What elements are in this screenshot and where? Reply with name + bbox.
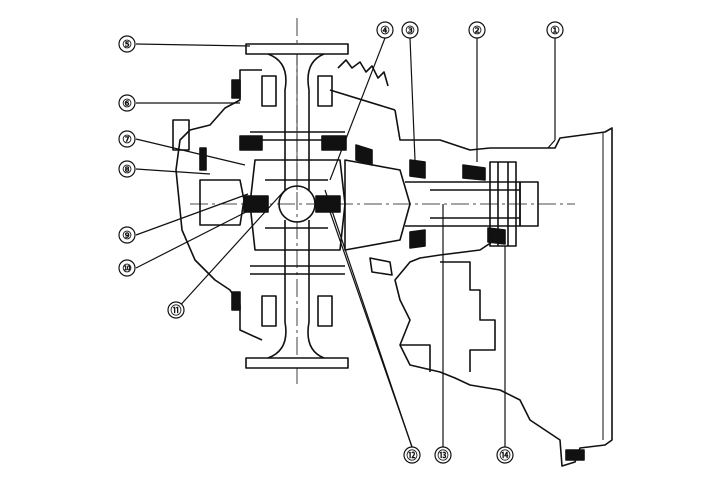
leader-line-10 bbox=[135, 209, 251, 269]
callout-7: ⑦ bbox=[118, 130, 136, 148]
leader-line-11 bbox=[175, 189, 286, 311]
leader-line-4 bbox=[329, 37, 386, 181]
callout-11: ⑪ bbox=[167, 301, 185, 319]
leader-line-3 bbox=[409, 37, 416, 161]
callout-6: ⑥ bbox=[118, 94, 136, 112]
top-axle-flange bbox=[245, 43, 349, 190]
callout-7-label: ⑦ bbox=[122, 134, 132, 146]
callout-3-label: ③ bbox=[405, 25, 415, 37]
cooling-fins bbox=[329, 59, 396, 111]
callout-14-label: ⑭ bbox=[500, 448, 511, 462]
leader-line-1b bbox=[547, 139, 556, 149]
upper-bearings bbox=[239, 75, 347, 151]
callout-12-label: ⑫ bbox=[407, 448, 418, 462]
callout-12: ⑫ bbox=[403, 446, 421, 464]
right-housing bbox=[394, 109, 613, 467]
callout-11-label: ⑪ bbox=[171, 303, 182, 317]
callout-14: ⑭ bbox=[496, 446, 514, 464]
callout-13: ⑬ bbox=[434, 446, 452, 464]
callout-4: ④ bbox=[376, 21, 394, 39]
callout-5-label: ⑤ bbox=[122, 39, 132, 51]
callout-3: ③ bbox=[401, 21, 419, 39]
lower-bearings bbox=[250, 265, 345, 327]
callout-8-label: ⑧ bbox=[122, 164, 132, 176]
leader-line-7 bbox=[135, 138, 246, 166]
callout-1: ① bbox=[546, 21, 564, 39]
callout-1-label: ① bbox=[550, 25, 560, 37]
callout-4-label: ④ bbox=[380, 25, 390, 37]
pinion-shaft bbox=[405, 159, 539, 249]
callout-2-label: ② bbox=[472, 25, 482, 37]
callout-13-label: ⑬ bbox=[438, 448, 449, 462]
companion-flange bbox=[489, 161, 517, 247]
callout-10: ⑩ bbox=[118, 259, 136, 277]
differential-case bbox=[243, 159, 346, 251]
leader-line-8 bbox=[135, 168, 211, 175]
callout-9: ⑨ bbox=[118, 226, 136, 244]
callout-10-label: ⑩ bbox=[122, 263, 132, 275]
callout-9-label: ⑨ bbox=[122, 230, 132, 242]
leader-line-9 bbox=[135, 193, 249, 236]
callout-5: ⑤ bbox=[118, 35, 136, 53]
stepped-wall bbox=[400, 261, 496, 372]
leader-line-5 bbox=[135, 43, 251, 47]
callout-markers: ① ② ③ ④ ⑤ ⑥ ⑦ ⑧ bbox=[118, 21, 564, 464]
leader-lines bbox=[135, 37, 556, 448]
ring-gear bbox=[344, 144, 411, 276]
bottom-axle-flange bbox=[245, 220, 349, 369]
leader-line-12b bbox=[327, 205, 413, 448]
callout-6-label: ⑥ bbox=[122, 98, 132, 110]
drawing-body bbox=[172, 18, 613, 467]
callout-8: ⑧ bbox=[118, 160, 136, 178]
callout-2: ② bbox=[468, 21, 486, 39]
